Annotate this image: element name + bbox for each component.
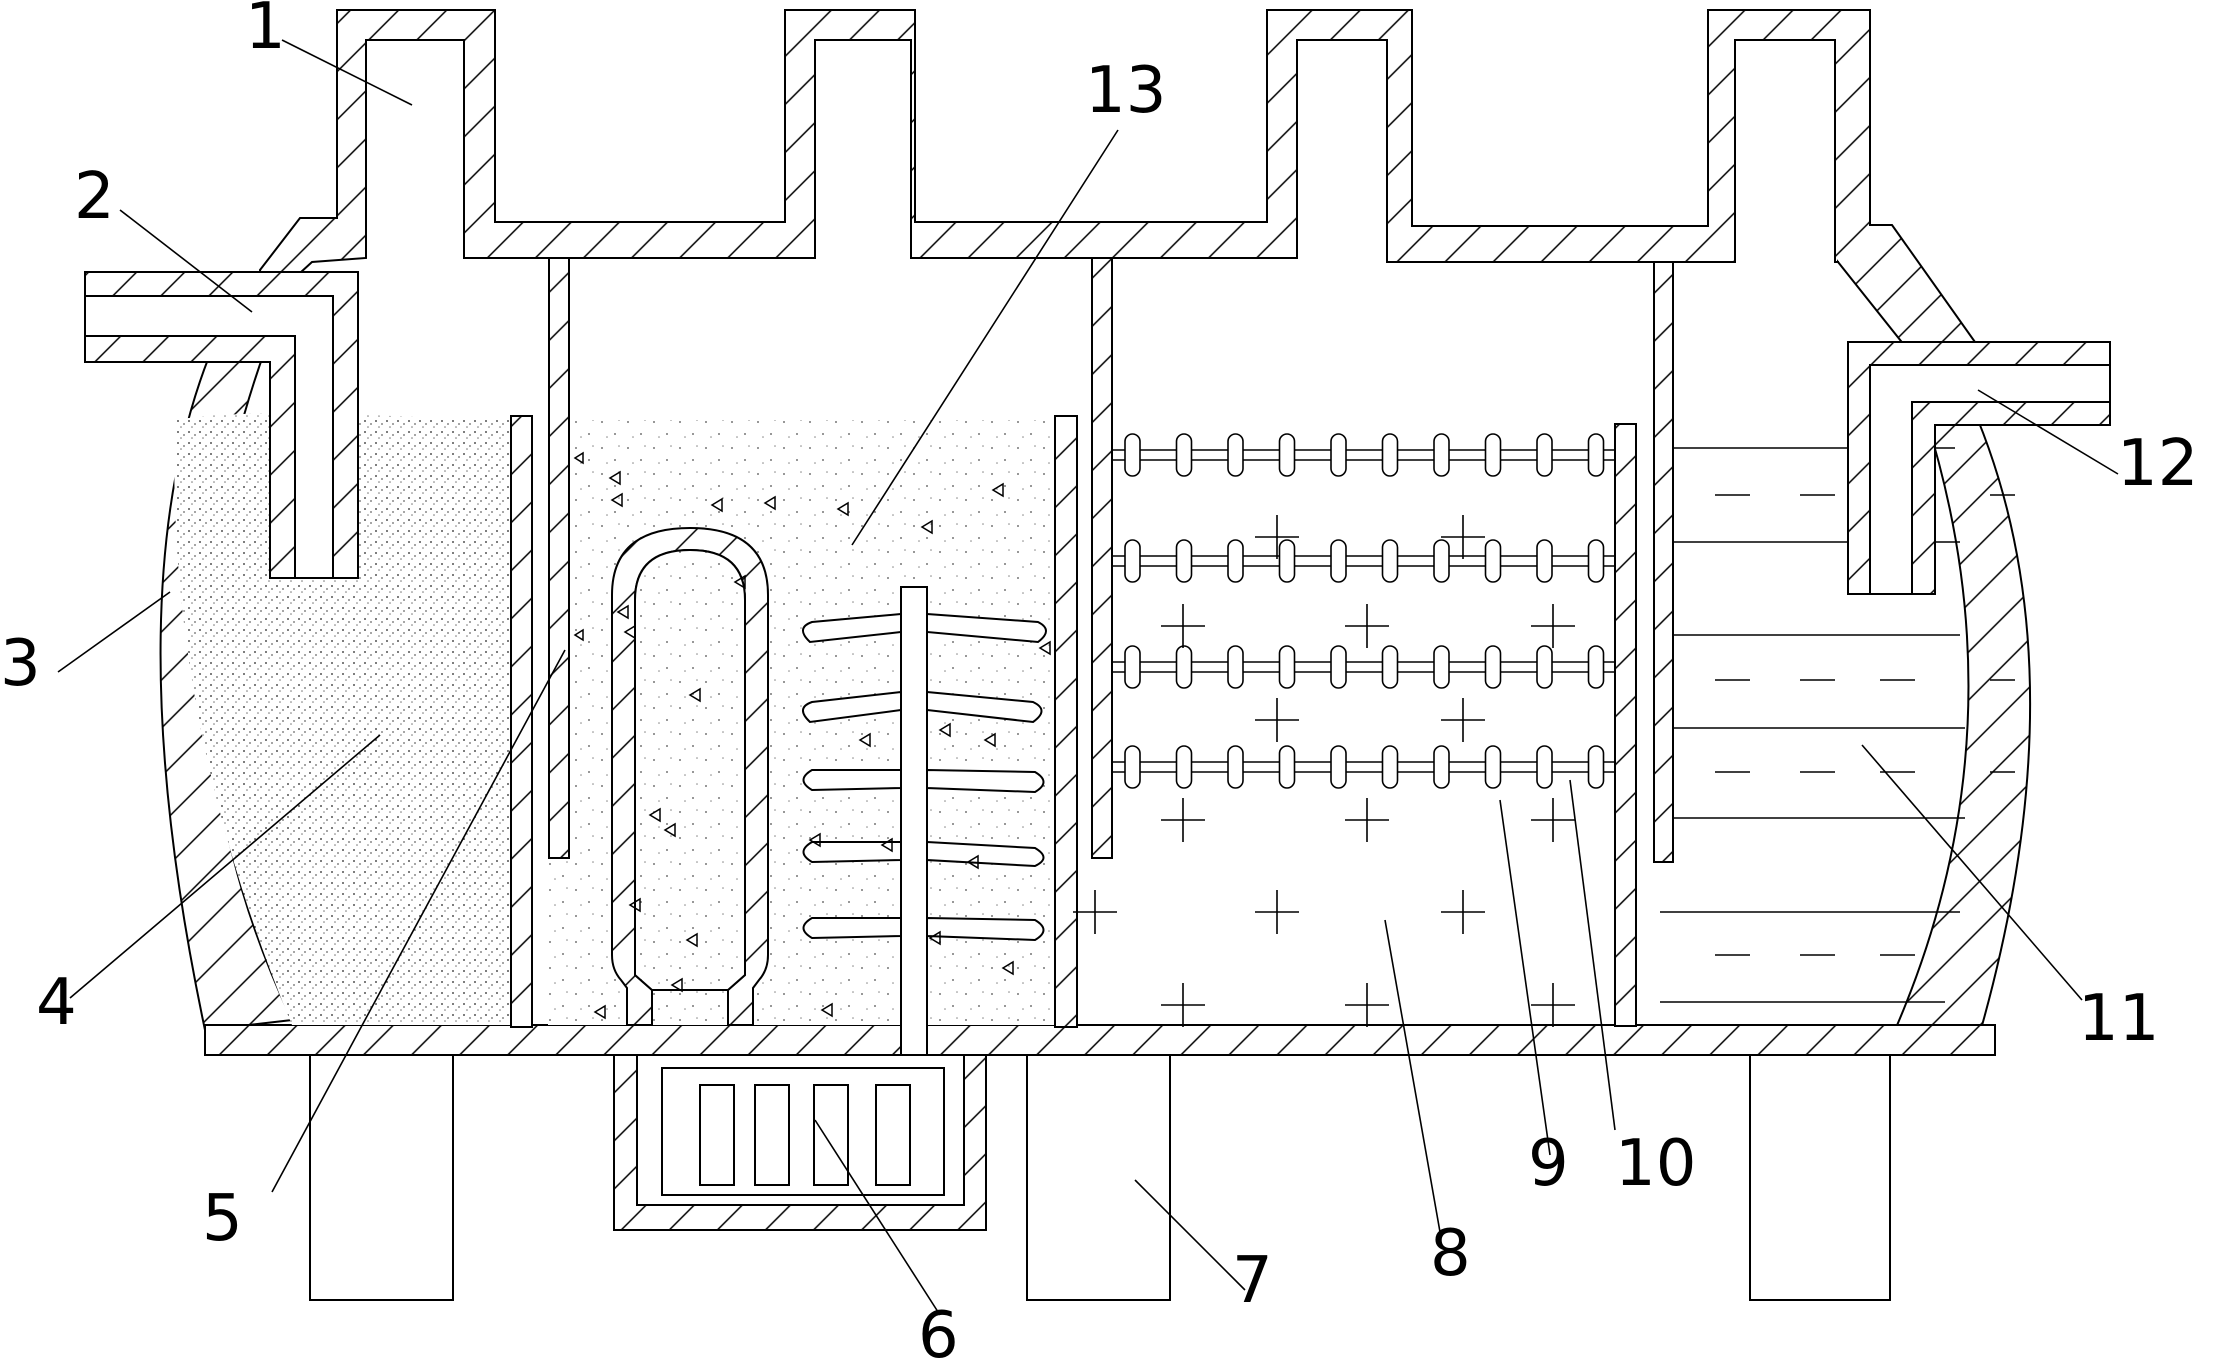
inlet-pipe-bore [84, 295, 334, 579]
plus-mark [1255, 515, 1299, 559]
label-3: 3 [0, 627, 41, 701]
label-13: 13 [1085, 54, 1166, 128]
filter-element [1484, 539, 1502, 583]
tank-top-shell [258, 9, 1977, 377]
label-12: 12 [2117, 427, 2198, 501]
filter-element [1381, 539, 1399, 583]
filter-element [1175, 645, 1193, 689]
label-9: 9 [1528, 1127, 1569, 1201]
filter-element [1381, 645, 1399, 689]
filter-element [1587, 433, 1605, 477]
label-2: 2 [74, 160, 115, 234]
label-5: 5 [202, 1182, 243, 1256]
filter-rows [1112, 449, 1615, 773]
filter-element [1433, 645, 1450, 689]
outlet-pipe [1847, 341, 2111, 595]
filter-element [1227, 433, 1244, 477]
filter-element [1536, 745, 1553, 789]
filter-element [1278, 645, 1296, 689]
baffle-plate [548, 257, 570, 859]
plus-mark [1441, 515, 1485, 559]
plus-mark [1073, 890, 1117, 934]
plus-mark [1255, 698, 1299, 742]
pump-cell [875, 1084, 911, 1186]
plus-mark [1531, 604, 1575, 648]
outlet-pipe-bore [1869, 364, 2111, 595]
filter-elements [1124, 433, 1605, 789]
filter-element [1124, 645, 1141, 689]
plus-mark [1345, 983, 1389, 1027]
filter-element [1587, 539, 1605, 583]
label-6: 6 [918, 1299, 959, 1359]
filter-element [1278, 539, 1296, 583]
filter-element [1278, 433, 1296, 477]
filter-element [1124, 539, 1141, 583]
partition-wall [510, 415, 533, 1028]
tank-bottom-plate [204, 1024, 1996, 1056]
plus-mark [1531, 983, 1575, 1027]
filter-element [1330, 539, 1347, 583]
filter-element [1175, 433, 1193, 477]
plus-mark [1441, 698, 1485, 742]
filter-element [1433, 539, 1450, 583]
plus-mark [1531, 798, 1575, 842]
filter-element [1484, 433, 1502, 477]
label-1: 1 [245, 0, 286, 64]
filter-element [1175, 745, 1193, 789]
particles [573, 451, 1051, 1020]
label-4: 4 [36, 966, 77, 1040]
label-7: 7 [1232, 1244, 1273, 1318]
filter-element [1587, 745, 1605, 789]
filter-element [1381, 433, 1399, 477]
filter-element [1381, 745, 1399, 789]
plus-mark [1255, 890, 1299, 934]
filter-element [1536, 433, 1553, 477]
stirrer-shaft [900, 586, 928, 1056]
filter-element [1536, 539, 1553, 583]
plus-mark [1161, 798, 1205, 842]
filter-element [1175, 539, 1193, 583]
leader-lines [57, 39, 2119, 1316]
filter-element [1227, 539, 1244, 583]
label-10: 10 [1615, 1127, 1696, 1201]
filter-element [1227, 745, 1244, 789]
filter-element [1124, 433, 1141, 477]
settling-chamber-fill [174, 413, 512, 1025]
support-leg-right [1749, 1054, 1891, 1301]
filter-element [1484, 645, 1502, 689]
filter-element [1433, 745, 1450, 789]
filter-element [1330, 645, 1347, 689]
support-leg-left [309, 1054, 454, 1301]
partition-wall [1054, 415, 1078, 1028]
pump-cell [699, 1084, 735, 1186]
support-leg-middle [1026, 1054, 1171, 1301]
u-tube-inner [634, 548, 746, 991]
plus-mark [1345, 798, 1389, 842]
partition-wall [1614, 423, 1637, 1027]
plus-mark [1441, 890, 1485, 934]
stirrer-blades [802, 612, 1047, 942]
filter-element [1278, 745, 1296, 789]
filter-element [1330, 433, 1347, 477]
filter-element [1484, 745, 1502, 789]
filter-element [1536, 645, 1553, 689]
media-marks [1073, 515, 1575, 1027]
pump-cell [754, 1084, 790, 1186]
label-8: 8 [1430, 1217, 1471, 1291]
filter-element [1433, 433, 1450, 477]
plus-mark [1161, 604, 1205, 648]
filter-element [1227, 645, 1244, 689]
plus-mark [1345, 604, 1389, 648]
label-11: 11 [2078, 982, 2159, 1056]
filter-element [1124, 745, 1141, 789]
plus-mark [1161, 983, 1205, 1027]
pump-cell [813, 1084, 849, 1186]
baffle-plate [1091, 257, 1113, 859]
inlet-pipe [84, 271, 359, 579]
baffle-plate [1653, 261, 1674, 863]
filter-element [1330, 745, 1347, 789]
filter-element [1587, 645, 1605, 689]
